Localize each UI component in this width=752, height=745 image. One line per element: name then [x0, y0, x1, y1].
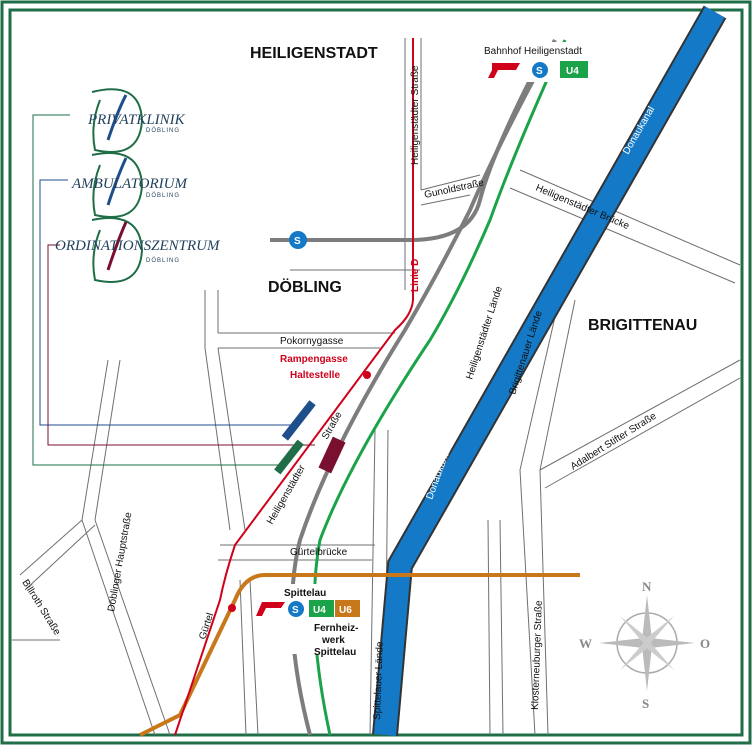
compass-south: S	[642, 696, 649, 711]
spittelau-tram-stop-dot	[228, 604, 236, 612]
map-frame-inner	[8, 8, 744, 737]
s-bahn-doebling-text: S	[294, 236, 301, 247]
railway-branch	[270, 79, 532, 242]
station-spittelau-box	[255, 584, 365, 654]
compass-rose-icon	[599, 595, 695, 691]
street-klosterneuburger: Klosterneuburger Straße	[530, 600, 545, 710]
street-spittelauer-laende: Spittelauer Lände	[372, 641, 386, 720]
logo-privatklinik[interactable]: PRIVATKLINIK DÖBLING	[87, 88, 186, 153]
district-brigittenau: BRIGITTENAU	[588, 317, 697, 334]
u6-badge-text: U6	[339, 605, 352, 616]
station-spittelau-label: Spittelau	[284, 588, 326, 599]
u4-badge-text: U4	[566, 66, 579, 77]
privatklinik-sub: DÖBLING	[146, 127, 180, 134]
u4-icon	[560, 61, 588, 78]
ambulatorium-name: AMBULATORIUM	[71, 176, 188, 192]
u6-icon	[335, 600, 360, 617]
street-pokornygasse: Pokornygasse	[280, 336, 344, 347]
institution-connectors	[32, 114, 315, 466]
s-bahn-icon	[288, 601, 304, 617]
logo-ordinationszentrum[interactable]: ORDINATIONSZENTRUM DÖBLING	[55, 217, 221, 283]
u4-icon	[309, 600, 334, 617]
tram-line-d	[174, 38, 414, 736]
s-bahn-badge-text: S	[536, 66, 543, 77]
compass-east: O	[700, 636, 710, 651]
stop-haltestelle: Haltestelle	[290, 370, 340, 381]
oebb-icon	[488, 63, 520, 78]
s-bahn-badge-text: S	[292, 605, 299, 616]
s-bahn-icon	[532, 62, 548, 78]
rampengasse-stop-dot	[363, 371, 371, 379]
u6-line	[139, 573, 580, 737]
ordination-stroke-icon	[106, 221, 128, 271]
compass-north: N	[642, 579, 652, 594]
ambulatorium-stroke-icon	[106, 157, 128, 206]
ordination-logo-mark-icon	[91, 217, 144, 283]
station-heiligenstadt-label: Bahnhof Heiligenstadt	[484, 46, 582, 57]
street-heiligenstaedter-strasse: Heiligenstädter Straße	[410, 65, 421, 165]
logo-ambulatorium[interactable]: AMBULATORIUM DÖBLING	[71, 152, 188, 218]
district-heiligenstadt: HEILIGENSTADT	[250, 45, 378, 62]
street-guertelbruecke: Gürtelbrücke	[290, 547, 348, 558]
tram-line-label: Linie D	[410, 259, 421, 292]
stop-rampengasse: Rampengasse	[280, 354, 348, 365]
ordination-building[interactable]	[318, 436, 346, 474]
ordination-sub: DÖBLING	[146, 257, 180, 264]
district-doebling: DÖBLING	[268, 277, 342, 296]
ambulatorium-logo-mark-icon	[91, 152, 144, 218]
s-bahn-station-doebling-icon[interactable]	[289, 231, 307, 249]
station-heiligenstadt[interactable]: Bahnhof Heiligenstadt S U4	[478, 42, 598, 82]
privatklinik-name: PRIVATKLINIK	[87, 112, 186, 128]
ambulatorium-building[interactable]	[274, 439, 304, 475]
u4-badge-text: U4	[313, 605, 326, 616]
fernheizwerk-label-2: werk	[321, 635, 345, 646]
compass-west: W	[579, 636, 592, 651]
oebb-icon	[256, 602, 285, 616]
privatklinik-stroke-icon	[106, 94, 128, 141]
donaukanal-water	[374, 6, 725, 736]
station-spittelau[interactable]: Spittelau S U4 U6 Fernheiz- werk Spittel…	[255, 584, 365, 658]
ordination-name: ORDINATIONSZENTRUM	[55, 238, 221, 254]
street-outlines	[12, 38, 741, 736]
fernheizwerk-label-1: Fernheiz-	[314, 623, 358, 634]
fernheizwerk-label-3: Spittelau	[314, 647, 356, 658]
klinik-building[interactable]	[281, 400, 316, 441]
ambulatorium-sub: DÖBLING	[146, 192, 180, 199]
privatklinik-logo-mark-icon	[91, 88, 144, 153]
